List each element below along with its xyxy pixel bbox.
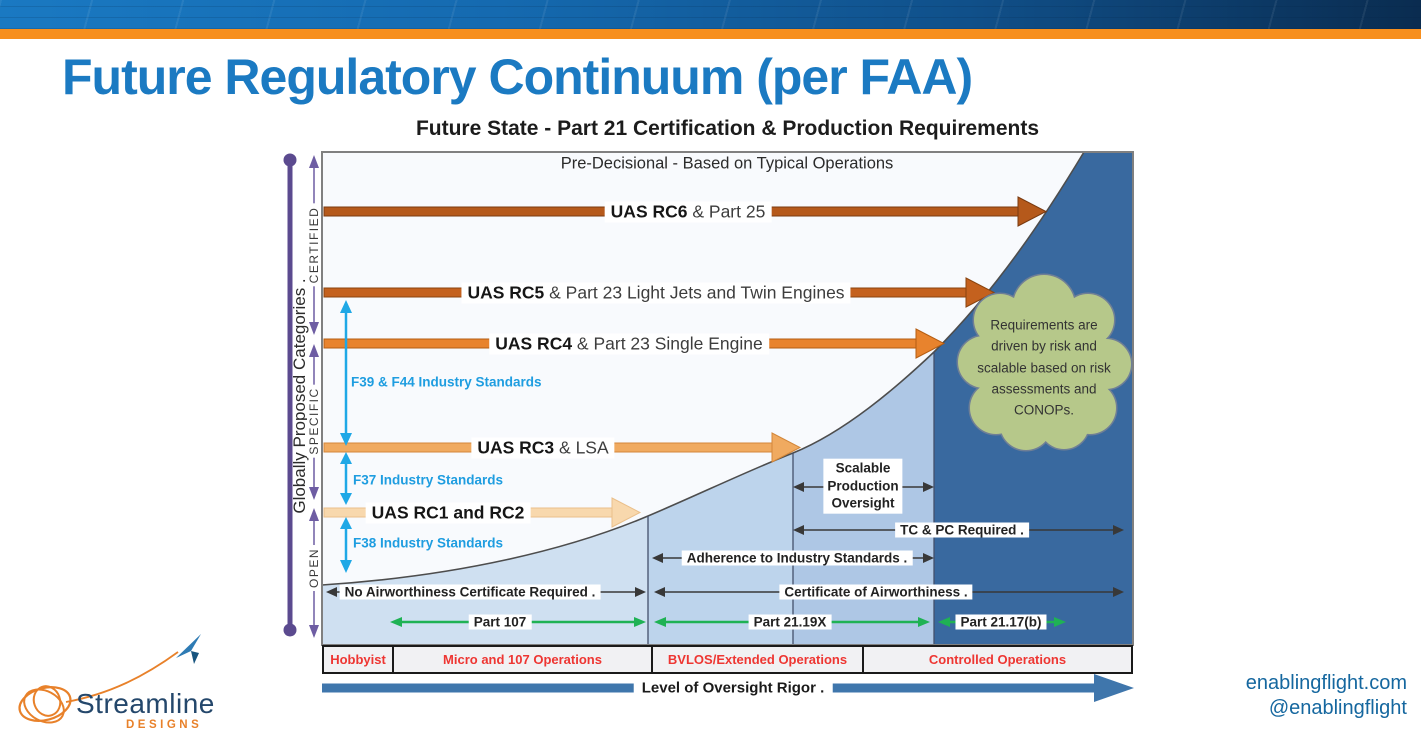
scalable-line1: Scalable (835, 460, 891, 476)
x-axis-label: Level of Oversight Rigor . (633, 679, 833, 697)
category-micro-107: Micro and 107 Operations (394, 647, 653, 672)
tc-pc-required-label: TC & PC Required . (895, 522, 1029, 538)
rc6-label-rest: & Part 25 (687, 201, 766, 222)
rc5-label-rest: & Part 23 Light Jets and Twin Engines (544, 282, 845, 303)
no-airworthiness-label: No Airworthiness Certificate Required . (339, 584, 601, 600)
f38-standards-label: F38 Industry Standards (353, 535, 504, 551)
paper-plane-icon (176, 634, 201, 658)
rc4-label: UAS RC4 & Part 23 Single Engine (489, 333, 769, 355)
rc6-label-bold: UAS RC6 (610, 201, 688, 222)
logo-mark (18, 634, 201, 724)
part-2117b-label: Part 21.17(b) (955, 614, 1047, 630)
axis-segment-certified: CERTIFIED (307, 203, 321, 287)
adherence-standards-label: Adherence to Industry Standards . (681, 550, 913, 566)
scalable-line3: Oversight (831, 495, 895, 511)
page-title: Future Regulatory Continuum (per FAA) (62, 49, 973, 105)
rc1-rc2-label: UAS RC1 and RC2 (365, 502, 531, 524)
rc6-label: UAS RC6 & Part 25 (604, 201, 772, 223)
diagram-title: Future State - Part 21 Certification & P… (415, 117, 1040, 140)
axis-segment-open: OPEN (307, 544, 321, 592)
cloud-shape (956, 273, 1133, 452)
cloud-note: Requirements are driven by risk and scal… (977, 317, 1111, 418)
rc3-label-bold: UAS RC3 (477, 437, 555, 458)
scalable-line2: Production (827, 478, 899, 494)
category-controlled: Controlled Operations (928, 652, 1067, 667)
top-banner (0, 0, 1421, 29)
rc4-label-rest: & Part 23 Single Engine (572, 333, 763, 354)
logo-subtitle: DESIGNS (126, 719, 203, 731)
rc5-label-bold: UAS RC5 (467, 282, 545, 303)
scalable-production-oversight-label: Scalable Production Oversight (823, 458, 903, 514)
rc5-label: UAS RC5 & Part 23 Light Jets and Twin En… (461, 282, 851, 304)
rc3-label: UAS RC3 & LSA (471, 437, 615, 459)
category-hobbyist: Hobbyist (324, 647, 394, 672)
certificate-airworthiness-label: Certificate of Airworthiness . (779, 584, 973, 600)
footer-website: enablingflight.com (1245, 672, 1407, 694)
orange-accent-bar (0, 29, 1421, 39)
rc4-label-bold: UAS RC4 (495, 333, 573, 354)
logo-name: Streamline (76, 688, 215, 719)
category-bvlos-extended: BVLOS/Extended Operations (653, 647, 864, 672)
industry-standards-arrows (340, 300, 352, 573)
part-107-label: Part 107 (468, 614, 532, 630)
operation-categories-row: Hobbyist Micro and 107 Operations BVLOS/… (322, 645, 1133, 674)
f39-f44-standards-label: F39 & F44 Industry Standards (351, 374, 542, 390)
part-2119x-label: Part 21.19X (748, 614, 832, 630)
footer-social-handle: @enablingflight (1268, 697, 1407, 719)
rc1-rc2-label-bold: UAS RC1 and RC2 (371, 502, 525, 523)
plot-subtitle: Pre-Decisional - Based on Typical Operat… (560, 154, 894, 173)
f37-standards-label: F37 Industry Standards (353, 472, 504, 488)
axis-segment-specific: SPECIFIC (307, 384, 321, 458)
rc3-label-rest: & LSA (554, 437, 609, 458)
